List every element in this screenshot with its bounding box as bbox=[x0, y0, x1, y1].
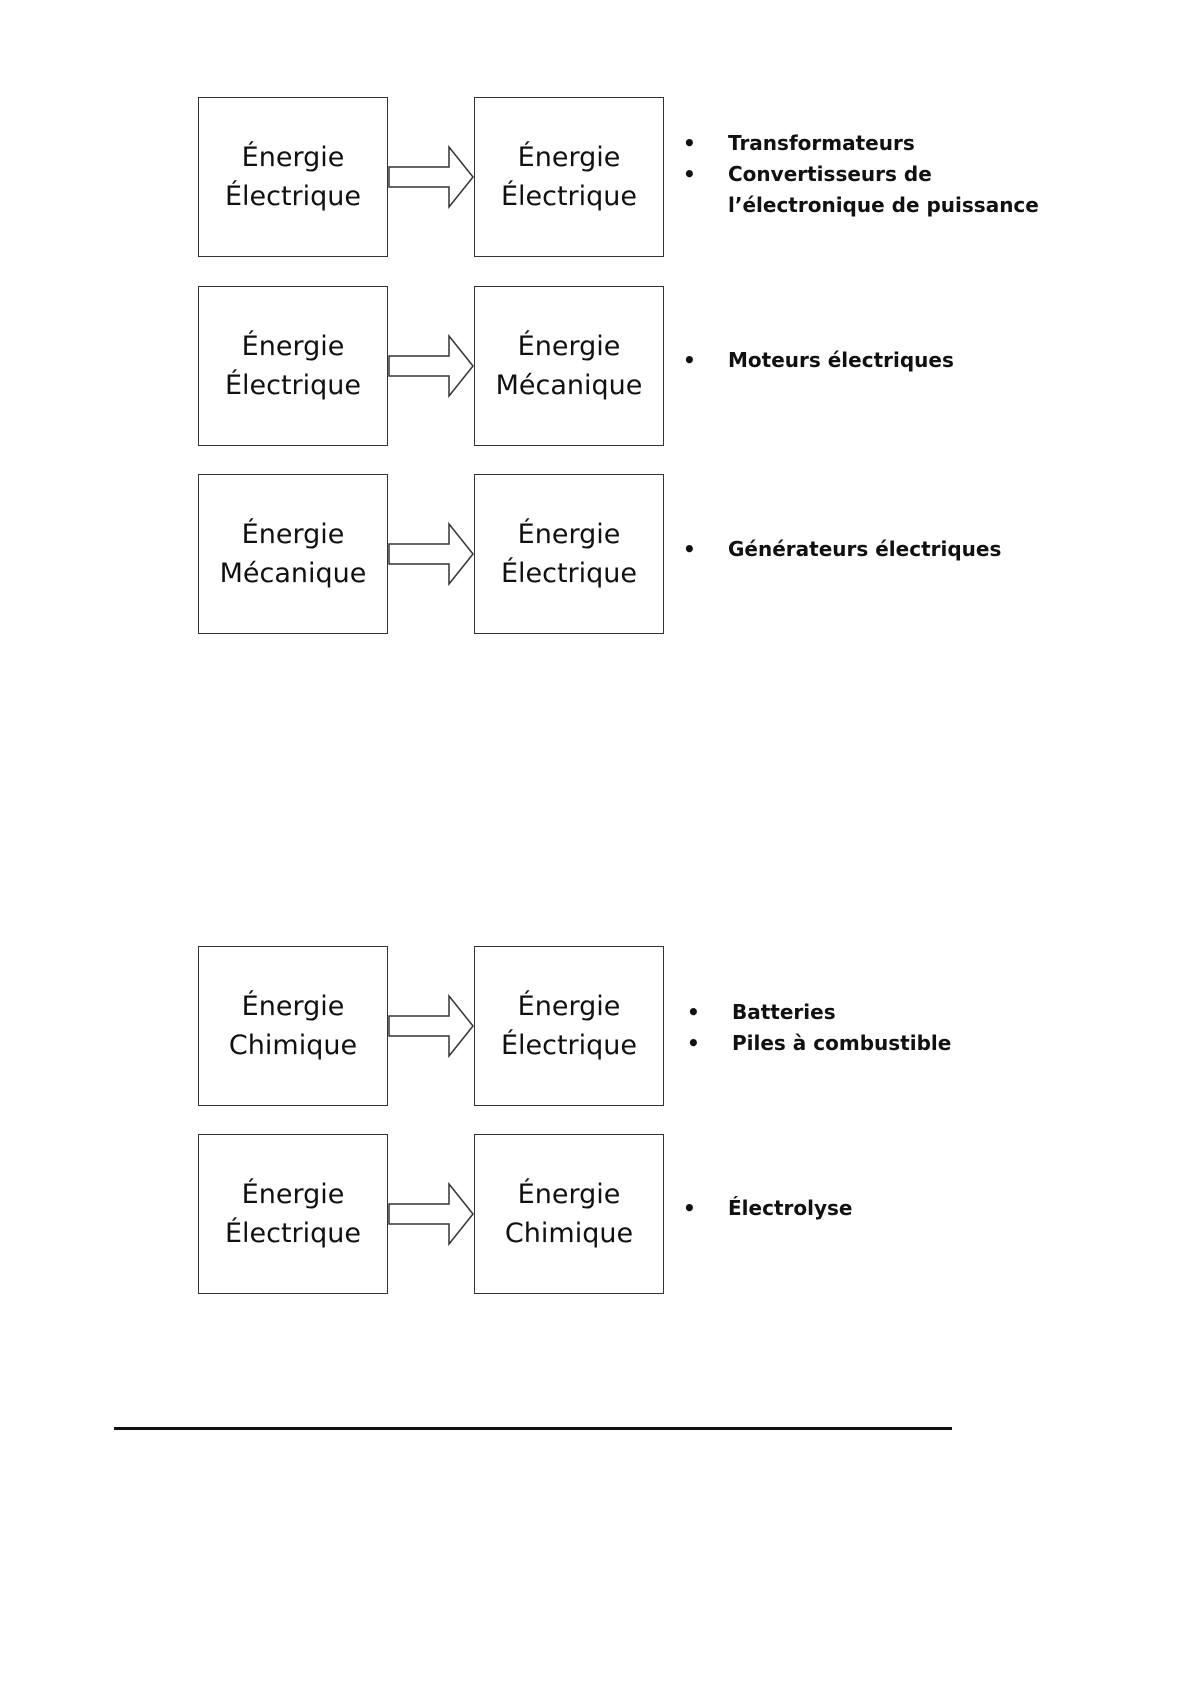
box-line-2: Électrique bbox=[224, 370, 362, 401]
conversion-row-1: Énergie Électrique Énergie Électrique • … bbox=[0, 97, 1191, 259]
bullet-icon: • bbox=[687, 1031, 700, 1055]
box-line-1: Énergie bbox=[241, 991, 345, 1022]
conversion-row-3: Énergie Mécanique Énergie Électrique • G… bbox=[0, 474, 1191, 636]
list-item: • Générateurs électriques bbox=[683, 534, 1001, 565]
list-item-text: Batteries bbox=[732, 1000, 836, 1024]
conversion-row-2: Énergie Électrique Énergie Mécanique • M… bbox=[0, 286, 1191, 448]
source-energy-box: Énergie Chimique bbox=[198, 946, 388, 1106]
list-item: • Moteurs électriques bbox=[683, 345, 954, 376]
list-item-text: Électrolyse bbox=[728, 1196, 853, 1220]
bullet-icon: • bbox=[683, 348, 696, 372]
bullet-icon: • bbox=[683, 131, 696, 155]
conversion-row-5: Énergie Électrique Énergie Chimique • Él… bbox=[0, 1134, 1191, 1296]
box-line-2: Électrique bbox=[500, 1030, 638, 1061]
box-line-1: Énergie bbox=[517, 519, 621, 550]
source-energy-box: Énergie Électrique bbox=[198, 97, 388, 257]
box-line-1: Énergie bbox=[517, 331, 621, 362]
box-line-2: Électrique bbox=[224, 181, 362, 212]
target-energy-box: Énergie Électrique bbox=[474, 474, 664, 634]
box-line-2: Chimique bbox=[228, 1030, 358, 1061]
box-line-1: Énergie bbox=[517, 991, 621, 1022]
list-item-text: Moteurs électriques bbox=[728, 348, 954, 372]
list-item-text-line-1: Convertisseurs de bbox=[728, 162, 932, 186]
right-arrow-icon bbox=[388, 1181, 474, 1247]
list-item-text: Piles à combustible bbox=[732, 1031, 952, 1055]
target-energy-box: Énergie Électrique bbox=[474, 946, 664, 1106]
source-energy-box: Énergie Électrique bbox=[198, 1134, 388, 1294]
list-item-text: Générateurs électriques bbox=[728, 537, 1002, 561]
right-arrow-icon bbox=[388, 521, 474, 587]
box-line-2: Chimique bbox=[504, 1218, 634, 1249]
bullet-icon: • bbox=[683, 162, 696, 186]
box-line-2: Mécanique bbox=[495, 370, 643, 401]
box-line-1: Énergie bbox=[241, 1179, 345, 1210]
box-line-2: Électrique bbox=[224, 1218, 362, 1249]
target-energy-box: Énergie Électrique bbox=[474, 97, 664, 257]
box-line-1: Énergie bbox=[241, 519, 345, 550]
list-item: • Transformateurs bbox=[683, 128, 1039, 159]
application-list: • Batteries • Piles à combustible bbox=[687, 997, 951, 1059]
box-line-1: Énergie bbox=[241, 142, 345, 173]
horizontal-divider bbox=[114, 1427, 952, 1430]
bullet-icon: • bbox=[683, 1196, 696, 1220]
bullet-icon: • bbox=[683, 537, 696, 561]
box-line-1: Énergie bbox=[241, 331, 345, 362]
application-list: • Générateurs électriques bbox=[683, 534, 1001, 565]
right-arrow-icon bbox=[388, 333, 474, 399]
conversion-row-4: Énergie Chimique Énergie Électrique • Ba… bbox=[0, 946, 1191, 1108]
list-item: • Batteries bbox=[687, 997, 951, 1028]
list-item-text: Transformateurs bbox=[728, 131, 915, 155]
source-energy-box: Énergie Mécanique bbox=[198, 474, 388, 634]
right-arrow-icon bbox=[388, 144, 474, 210]
target-energy-box: Énergie Chimique bbox=[474, 1134, 664, 1294]
list-item: • Piles à combustible bbox=[687, 1028, 951, 1059]
list-item: • Électrolyse bbox=[683, 1193, 852, 1224]
box-line-2: Mécanique bbox=[219, 558, 367, 589]
list-item: • Convertisseurs de l’électronique de pu… bbox=[683, 159, 1039, 221]
application-list: • Transformateurs • Convertisseurs de l’… bbox=[683, 128, 1039, 221]
right-arrow-icon bbox=[388, 993, 474, 1059]
target-energy-box: Énergie Mécanique bbox=[474, 286, 664, 446]
bullet-icon: • bbox=[687, 1000, 700, 1024]
box-line-1: Énergie bbox=[517, 142, 621, 173]
application-list: • Électrolyse bbox=[683, 1193, 852, 1224]
box-line-1: Énergie bbox=[517, 1179, 621, 1210]
source-energy-box: Énergie Électrique bbox=[198, 286, 388, 446]
list-item-text: Convertisseurs de l’électronique de puis… bbox=[728, 159, 1039, 221]
box-line-2: Électrique bbox=[500, 558, 638, 589]
application-list: • Moteurs électriques bbox=[683, 345, 954, 376]
box-line-2: Électrique bbox=[500, 181, 638, 212]
list-item-text-line-2: l’électronique de puissance bbox=[728, 193, 1039, 217]
